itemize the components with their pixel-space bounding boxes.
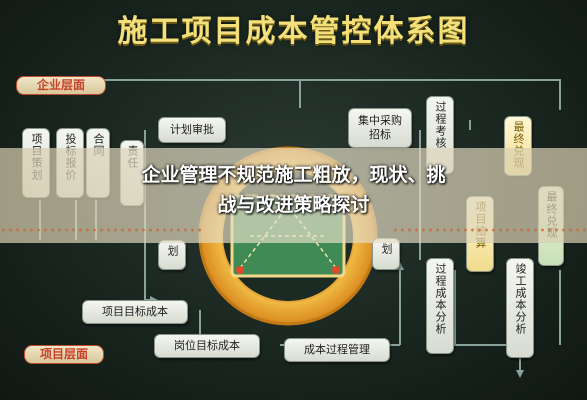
- diagram-title: 施工项目成本管控体系图: [117, 14, 470, 49]
- banner-headline: 企业管理不规范施工粗放，现状、挑 战与改进策略探讨: [0, 160, 587, 220]
- node-plan-fragment: 划: [158, 240, 186, 270]
- title-banner: [0, 148, 587, 243]
- node-process-plan-fragment: 划: [372, 238, 400, 270]
- section-label-enterprise: 企业层面: [16, 76, 106, 95]
- node-central-procurement: 集中采购招标: [348, 108, 412, 148]
- node-cost-process-management: 成本过程管理: [284, 338, 390, 362]
- node-process-cost-analysis: 过程成本分析: [426, 258, 454, 354]
- node-post-target-cost: 岗位目标成本: [154, 334, 260, 358]
- banner-line-1: 企业管理不规范施工粗放，现状、挑: [141, 164, 446, 186]
- node-project-target-cost: 项目目标成本: [82, 300, 188, 324]
- node-plan-approval: 计划审批: [158, 117, 226, 143]
- banner-line-2: 战与改进策略探讨: [217, 194, 370, 216]
- node-completion-cost-analysis: 竣工成本分析: [506, 258, 534, 358]
- node-central-procurement-label: 集中采购招标: [358, 114, 402, 141]
- banner-dots-right: [392, 228, 587, 232]
- banner-dots-left: [0, 228, 205, 232]
- section-label-project: 项目层面: [24, 345, 104, 364]
